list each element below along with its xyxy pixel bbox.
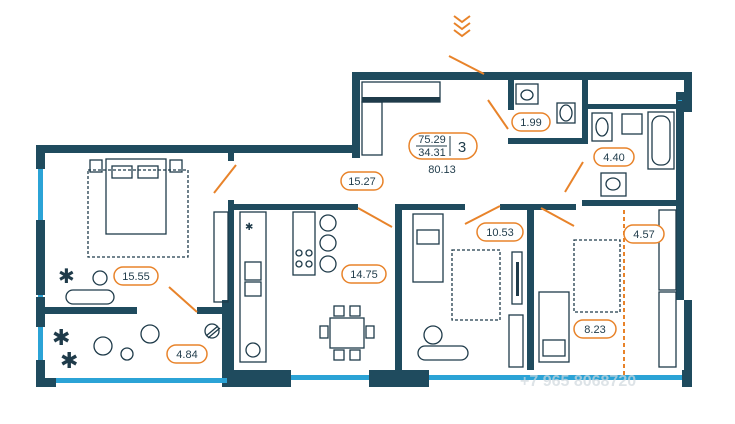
- right-bedroom-furniture: [538, 209, 677, 368]
- kitchen-total-label: 80.13: [428, 164, 456, 176]
- large-bathroom-fixtures: [591, 111, 675, 197]
- room-label-wardrobe: 4.57: [623, 224, 665, 244]
- rooms-count-label: 3: [458, 139, 466, 156]
- wardrobe-area: 4.57: [633, 229, 654, 241]
- hall-area: 15.27: [348, 176, 376, 188]
- svg-text:✱: ✱: [245, 222, 253, 233]
- room-labels: 1.99 4.40 15.27 4.57 10.53 14.75 15.55: [113, 112, 665, 364]
- kitchen-furniture: ✱: [239, 211, 375, 363]
- living-area-label: 34.31: [418, 147, 446, 159]
- door-lines: [168, 55, 625, 375]
- room-label-balcony: 4.84: [166, 344, 208, 364]
- main-bedroom-furniture: ✱: [58, 158, 229, 305]
- balcony-area: 4.84: [176, 349, 197, 361]
- room-label-kitchen: 14.75: [341, 264, 387, 284]
- room-label-bathroom-small: 1.99: [511, 112, 551, 132]
- summary-badge: 75.29 34.31 3 80.13: [408, 132, 478, 176]
- room-label-bedroom-right: 8.23: [573, 319, 617, 339]
- walls: [36, 72, 692, 387]
- small-bathroom-fixtures: [515, 83, 576, 124]
- windows: [38, 100, 682, 383]
- room-label-bathroom-large: 4.40: [593, 147, 635, 167]
- phone-watermark: +7 965 8068720: [520, 373, 636, 390]
- kitchen-area: 14.75: [350, 269, 378, 281]
- entrance-chevron-icon: [453, 15, 471, 38]
- svg-text:✱: ✱: [60, 348, 78, 373]
- bathroom-small-area: 1.99: [520, 117, 541, 129]
- bedroom-right-area: 8.23: [584, 324, 605, 336]
- total-area-label: 75.29: [418, 134, 446, 146]
- hall-wardrobe: [361, 81, 441, 156]
- room-label-bedroom-middle: 10.53: [476, 222, 524, 242]
- room-label-hall: 15.27: [340, 171, 384, 191]
- bathroom-large-area: 4.40: [603, 152, 624, 164]
- balcony-furniture: ✱ ✱: [52, 323, 221, 373]
- bedroom-main-area: 15.55: [122, 271, 150, 283]
- svg-text:✱: ✱: [52, 325, 70, 350]
- room-label-bedroom-main: 15.55: [113, 266, 159, 286]
- svg-text:✱: ✱: [58, 266, 75, 288]
- bedroom-middle-area: 10.53: [486, 227, 514, 239]
- middle-bedroom-furniture: [412, 213, 524, 368]
